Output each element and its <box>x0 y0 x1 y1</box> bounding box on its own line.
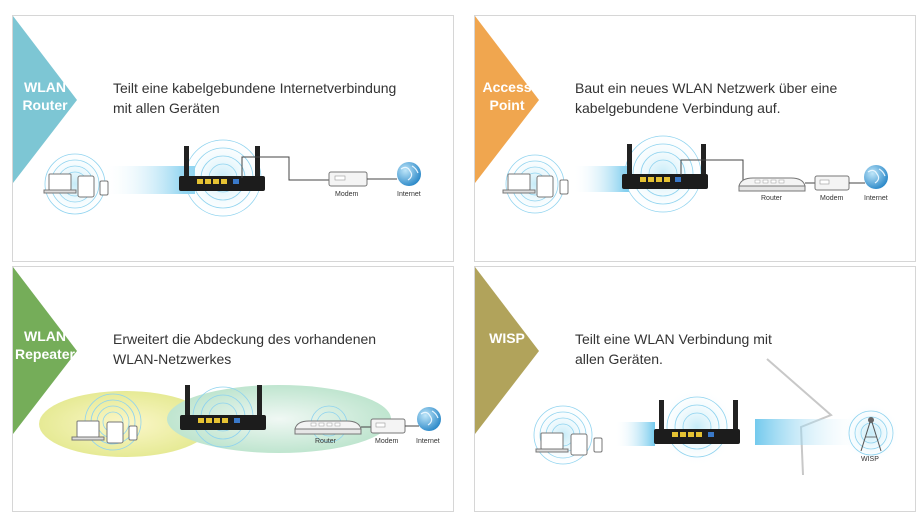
tablet-icon <box>536 175 554 198</box>
laptop-icon <box>71 420 105 441</box>
mode-title-line: WISP <box>489 330 525 346</box>
panel-wisp: WISP Teilt eine WLAN Verbindung mit alle… <box>474 266 916 512</box>
description-line: Teilt eine kabelgebundene Internetverbin… <box>113 80 397 96</box>
description-line: Teilt eine WLAN Verbindung mit <box>575 331 772 347</box>
wisp-label: WISP <box>861 456 879 463</box>
phone-icon <box>128 425 138 441</box>
lightning-divider <box>766 358 833 476</box>
mode-title: WLAN Repeater <box>13 327 77 363</box>
panel-wlan-repeater: WLAN Repeater Erweitert die Abdeckung de… <box>12 266 454 512</box>
router-icon <box>738 177 806 192</box>
phone-icon <box>99 180 109 196</box>
mode-description: Erweitert die Abdeckung des vorhandenen … <box>113 329 433 369</box>
mode-title: WISP <box>475 329 539 347</box>
network-diagram: Router Modem Internet <box>39 385 441 457</box>
internet-label: Internet <box>397 191 421 198</box>
modem-icon <box>814 175 850 191</box>
laptop-icon <box>43 173 77 194</box>
router-device-icon <box>654 400 740 444</box>
mode-badge-triangle <box>475 267 539 434</box>
mode-title-line: WLAN <box>24 328 66 344</box>
mode-title-line: Point <box>489 97 525 113</box>
network-diagram: WISP <box>530 358 901 476</box>
mode-title-line: WLAN <box>24 79 66 95</box>
mode-title-line: Access <box>482 79 532 95</box>
wifi-beam <box>573 166 629 192</box>
modem-label: Modem <box>820 195 844 202</box>
description-line: WLAN-Netzwerkes <box>113 351 232 367</box>
wifi-signal-icon <box>40 149 110 219</box>
laptop-icon <box>502 173 536 194</box>
coverage-area-extended <box>167 385 391 453</box>
internet-globe-icon <box>864 165 888 189</box>
internet-globe-icon <box>397 162 421 186</box>
phone-icon <box>593 437 603 453</box>
description-line: kabelgebundene Verbindung auf. <box>575 100 781 116</box>
phone-icon <box>559 179 569 195</box>
mode-badge-triangle <box>475 16 539 183</box>
modem-icon <box>328 171 368 187</box>
modem-label: Modem <box>375 438 399 445</box>
router-device-icon <box>622 144 708 189</box>
mode-badge-triangle <box>13 16 77 183</box>
mode-title: WLAN Router <box>13 78 77 114</box>
description-line: allen Geräten. <box>575 351 663 367</box>
tablet-icon <box>570 433 588 456</box>
tablet-icon <box>77 175 95 198</box>
description-line: Erweitert die Abdeckung des vorhandenen <box>113 331 377 347</box>
tablet-icon <box>106 421 124 444</box>
wifi-beam <box>615 422 655 446</box>
modem-icon <box>370 418 406 434</box>
laptop-icon <box>535 432 569 453</box>
wisp-tower-icon <box>860 417 882 452</box>
mode-badge-triangle <box>13 267 77 434</box>
mode-description: Teilt eine kabelgebundene Internetverbin… <box>113 78 433 118</box>
internet-label: Internet <box>864 195 888 202</box>
mode-title-line: Repeater <box>15 346 75 362</box>
network-diagram: Modem Internet <box>40 136 421 220</box>
internet-label: Internet <box>416 438 440 445</box>
network-diagram: Router Modem Internet <box>502 132 888 217</box>
router-device-icon <box>179 146 265 191</box>
router-label: Router <box>315 438 337 445</box>
description-line: mit allen Geräten <box>113 100 220 116</box>
panel-wlan-router: WLAN Router Teilt eine kabelgebundene In… <box>12 15 454 262</box>
mode-description: Teilt eine WLAN Verbindung mit allen Ger… <box>575 329 895 369</box>
mode-description: Baut ein neues WLAN Netzwerk über eine k… <box>575 78 895 118</box>
router-device-icon <box>180 385 266 430</box>
router-icon <box>294 420 362 435</box>
panel-access-point: Access Point Baut ein neues WLAN Netzwer… <box>474 15 916 262</box>
mode-title: Access Point <box>475 78 539 114</box>
modem-label: Modem <box>335 191 359 198</box>
internet-globe-icon <box>417 407 441 431</box>
mode-title-line: Router <box>22 97 68 113</box>
description-line: Baut ein neues WLAN Netzwerk über eine <box>575 80 838 96</box>
router-label: Router <box>761 195 783 202</box>
